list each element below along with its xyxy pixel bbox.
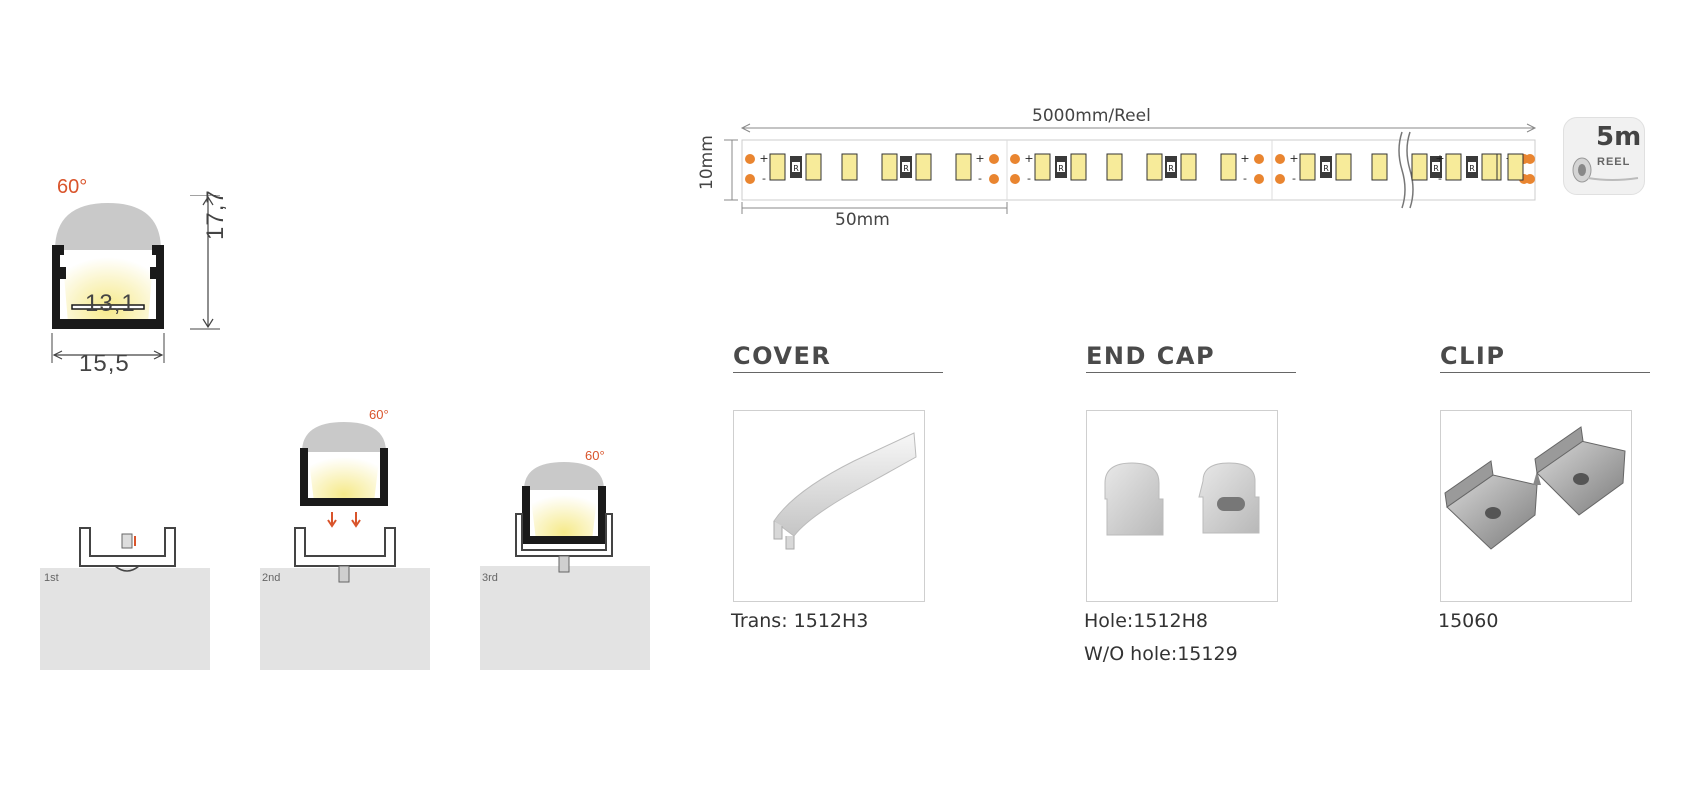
resistor-label: R <box>793 164 799 173</box>
end-cap-image-box <box>1086 410 1278 602</box>
led-strip-diagram: +-RR+-+-RR+-+-RR+-+-R <box>724 123 1537 214</box>
plus-sign: + <box>1240 152 1249 165</box>
led-chip <box>841 153 858 181</box>
install-step-3-diagram <box>480 462 650 670</box>
led-chip <box>1070 153 1087 181</box>
step-2-label: 2nd <box>262 572 281 584</box>
install-step-1-diagram <box>40 527 210 670</box>
diffuser-dome <box>55 203 161 250</box>
end-cap-title: END CAP <box>1086 342 1216 370</box>
solder-pad <box>745 154 755 164</box>
led-chip <box>805 153 822 181</box>
minus-sign: - <box>978 172 982 185</box>
step-3-label: 3rd <box>482 572 498 584</box>
resistor-label: R <box>1469 164 1475 173</box>
resistor-label: R <box>903 164 909 173</box>
plus-sign: + <box>1435 152 1444 165</box>
plus-sign: + <box>1024 152 1033 165</box>
solder-pad <box>1275 174 1285 184</box>
minus-sign: - <box>1292 172 1296 185</box>
inner-width-dimension: 13,1 <box>85 290 136 317</box>
resistor-label: R <box>1168 164 1174 173</box>
outer-width-dimension: 15,5 <box>79 350 130 377</box>
end-cap-caption-no-hole: W/O hole:15129 <box>1084 643 1238 665</box>
step-2-angle-label: 60° <box>369 407 389 422</box>
aluminum-channel <box>52 245 164 329</box>
cover-title: COVER <box>733 342 832 370</box>
clip-image-box <box>1440 410 1632 602</box>
led-chip <box>1146 153 1163 181</box>
step-1-label: 1st <box>44 572 59 584</box>
resistor-label: R <box>1433 164 1439 173</box>
profile-cross-section <box>51 195 220 363</box>
beam-angle-label: 60° <box>57 176 88 198</box>
solder-pad <box>989 154 999 164</box>
mounting-surface <box>40 568 210 670</box>
led-chip <box>955 153 972 181</box>
cover-rule <box>733 372 943 373</box>
led-chip <box>915 153 932 181</box>
mounting-clip <box>79 527 176 567</box>
resistor-label: R <box>1323 164 1329 173</box>
solder-pad <box>1525 154 1535 164</box>
end-cap-caption-hole: Hole:1512H8 <box>1084 610 1209 632</box>
solder-pad <box>1254 174 1264 184</box>
minus-sign: - <box>1243 172 1247 185</box>
solder-pad <box>1010 174 1020 184</box>
solder-pad <box>1254 154 1264 164</box>
cover-caption: Trans: 1512H3 <box>731 610 869 632</box>
led-chip <box>1335 153 1352 181</box>
led-chip <box>1445 153 1462 181</box>
led-chip <box>1371 153 1388 181</box>
minus-sign: - <box>1027 172 1031 185</box>
solder-pad <box>989 174 999 184</box>
clip-caption: 15060 <box>1438 610 1499 632</box>
solder-pad <box>1275 154 1285 164</box>
led-chip <box>1034 153 1051 181</box>
led-chip <box>1106 153 1123 181</box>
led-pcb <box>71 304 145 310</box>
clip-title: CLIP <box>1440 342 1506 370</box>
mounting-clips-icon <box>1444 426 1626 550</box>
resistor-label: R <box>1058 164 1064 173</box>
led-chip <box>1299 153 1316 181</box>
solder-pad <box>1010 154 1020 164</box>
led-chip <box>1411 153 1428 181</box>
plus-sign: + <box>759 152 768 165</box>
plus-sign: + <box>1289 152 1298 165</box>
end-caps-icon <box>1104 462 1260 536</box>
install-step-2-diagram <box>260 422 430 670</box>
height-dimension: 17,7 <box>202 189 229 240</box>
reel-length-label: 5000mm/Reel <box>1032 106 1151 126</box>
led-chip <box>1180 153 1197 181</box>
end-cap-rule <box>1086 372 1296 373</box>
cover-profile-icon <box>773 432 917 550</box>
led-chip <box>881 153 898 181</box>
led-chip <box>1481 153 1498 181</box>
clip-rule <box>1440 372 1650 373</box>
solder-pad <box>745 174 755 184</box>
led-chip <box>1507 153 1524 181</box>
minus-sign: - <box>1438 172 1442 185</box>
led-chip <box>769 153 786 181</box>
reel-badge: 5m REEL <box>1563 117 1645 195</box>
reel-length-badge-text: 5m <box>1596 122 1642 152</box>
solder-pad <box>1525 174 1535 184</box>
cover-image-box <box>733 410 925 602</box>
step-3-angle-label: 60° <box>585 448 605 463</box>
cut-length-label: 50mm <box>835 210 890 230</box>
screw <box>121 533 133 549</box>
plus-sign: + <box>975 152 984 165</box>
reel-unit-text: REEL <box>1597 156 1631 168</box>
reel-icon <box>1572 157 1639 183</box>
minus-sign: - <box>762 172 766 185</box>
led-chip <box>1220 153 1237 181</box>
